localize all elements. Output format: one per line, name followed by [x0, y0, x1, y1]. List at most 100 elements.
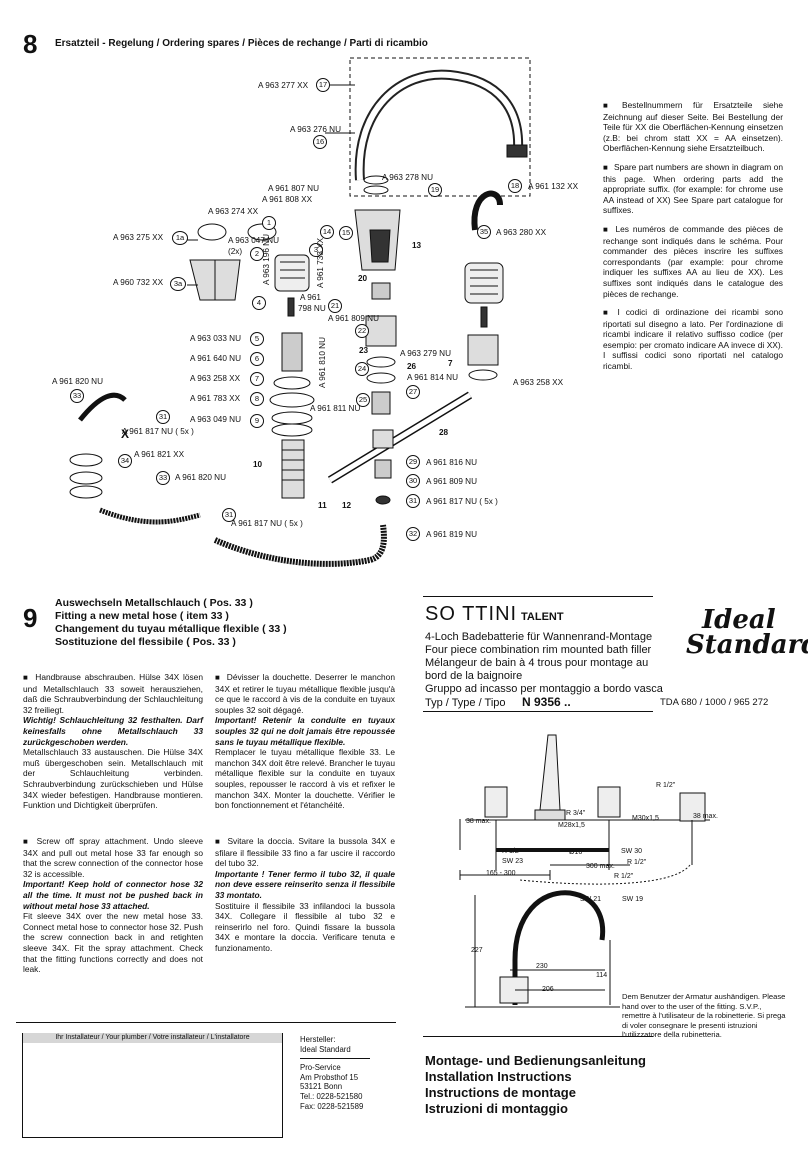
part-num-7: 7: [250, 372, 264, 386]
instructions-de: Handbrause abschrauben. Hülse 34X lösen …: [23, 672, 203, 811]
section-9-titles: Auswechseln Metallschlauch ( Pos. 33 ) F…: [55, 597, 287, 649]
part-label-961807: A 961 807 NU: [268, 184, 319, 193]
num-28: 28: [439, 428, 449, 437]
type-rule: [423, 711, 653, 712]
part-num-33b: 33: [156, 471, 170, 485]
part-num-5: 5: [250, 332, 264, 346]
manual-rule: [423, 1036, 653, 1037]
dim-114: 114: [596, 972, 608, 979]
desc-de: 4-Loch Badebatterie für Wannenrand-Monta…: [425, 631, 653, 643]
instructions-it: Svitare la doccia. Svitare la bussola 34…: [215, 836, 395, 954]
part-num-21: 21: [328, 299, 342, 313]
part-label-5: A 963 033 NU: [190, 334, 241, 343]
maker-label: Hersteller:: [300, 1035, 336, 1044]
part-num-16: 16: [313, 135, 327, 149]
part-label-22: A 961 809 NU: [328, 314, 379, 323]
part-num-17: 17: [316, 78, 330, 92]
section-9-title-fr: Changement du tuyau métallique flexible …: [55, 623, 287, 635]
part-num-19: 19: [428, 183, 442, 197]
part-label-32: A 961 819 NU: [426, 530, 477, 539]
type-label: Typ / Type / Tipo: [425, 697, 506, 709]
part-label-963196: A 963 196 NU: [262, 234, 271, 285]
part-label-17: A 963 277 XX: [258, 81, 309, 90]
part-label-31a: A 961 817 NU ( 5x ): [122, 427, 194, 436]
part-label-1: A 963 274 XX: [208, 207, 259, 216]
dim-r12-top: R 1/2": [656, 782, 676, 789]
part-label-25: A 961 811 NU: [310, 404, 361, 413]
part-label-33a: A 961 820 NU: [52, 377, 103, 386]
x-mark: X: [121, 427, 130, 441]
type-value: N 9356 ..: [522, 695, 571, 709]
part-label-29: A 961 816 NU: [426, 458, 477, 467]
exploded-parts-diagram: [69, 57, 531, 567]
part-label-19: A 963 278 NU: [382, 173, 433, 182]
section-9-title-it: Sostituzione del flessibile ( Pos. 33 ): [55, 636, 236, 648]
dim-r12-bottom: R 1/2": [614, 873, 634, 880]
dim-m30: M30x1,5: [632, 815, 659, 822]
dimension-drawing: [459, 734, 710, 1008]
num-11: 11: [318, 501, 327, 510]
part-label-31b: A 961 817 NU ( 5x ): [426, 497, 498, 506]
part-num-8: 8: [250, 392, 264, 406]
num-13: 13: [412, 241, 422, 250]
part-num-30: 30: [406, 474, 420, 488]
tda-code: TDA 680 / 1000 / 965 272: [660, 697, 769, 708]
dim-38-left: 38 max.: [466, 818, 491, 825]
section-9-title-en: Fitting a new metal hose ( item 33 ): [55, 610, 229, 622]
section-8-number: 8: [23, 29, 38, 59]
product-description: 4-Loch Badebatterie für Wannenrand-Monta…: [425, 631, 663, 696]
instr-en-c: Fit sleeve 34X over the new metal hose 3…: [23, 911, 203, 975]
part-num-6: 6: [250, 352, 264, 366]
manual-title-en: Installation Instructions: [425, 1069, 572, 1084]
part-label-961810: A 961 810 NU: [318, 337, 327, 388]
section-8-header: Ersatzteil - Regelung / Ordering spares …: [55, 38, 428, 49]
installer-box[interactable]: Ihr Installateur / Your plumber / Votre …: [22, 1033, 283, 1138]
desc-it: Gruppo ad incasso per montaggio a bordo …: [425, 683, 663, 695]
part-num-9: 9: [250, 414, 264, 428]
ideal-standard-logo: Ideal Standard: [686, 607, 808, 658]
installer-box-label: Ihr Installateur / Your plumber / Votre …: [23, 1033, 282, 1043]
part-label-30: A 961 809 NU: [426, 477, 477, 486]
part-num-4: 4: [252, 296, 266, 310]
maker-street: Am Probsthof 15: [300, 1072, 359, 1082]
dim-m28: M28x1,5: [558, 822, 585, 829]
num-7b: 7: [448, 359, 453, 368]
dim-300: 300 max.: [586, 863, 615, 870]
part-num-31c: 31: [222, 508, 236, 522]
manual-title-fr: Instructions de montage: [425, 1085, 576, 1100]
spares-note-de: Bestellnummern für Ersatzteile siehe Zei…: [603, 100, 783, 154]
part-label-21: 798 NU: [298, 304, 326, 313]
part-label-8: A 961 783 XX: [190, 394, 241, 403]
instr-fr-b: Important! Retenir la conduite en tuyaux…: [215, 715, 395, 747]
part-label-16: A 963 276 NU: [290, 125, 341, 134]
manufacturer-address: Hersteller: Ideal Standard Pro-Service A…: [300, 1035, 370, 1111]
part-num-32: 32: [406, 527, 420, 541]
dim-206: 206: [542, 986, 554, 993]
num-20: 20: [358, 274, 368, 283]
part-num-15: 15: [339, 226, 353, 240]
dim-165-300: 165 - 300: [486, 870, 516, 877]
part-num-2: 2: [250, 247, 264, 261]
product-rule: [423, 596, 653, 597]
instr-de-a: Handbrause abschrauben. Hülse 34X lösen …: [23, 672, 203, 715]
maker-fax: Fax: 0228-521589: [300, 1101, 364, 1111]
dim-sw19: SW 19: [622, 896, 644, 903]
part-num-1: 1: [262, 216, 276, 230]
instr-de-c: Metallschlauch 33 austauschen. Die Hülse…: [23, 747, 203, 811]
instructions-fr: Dévisser la douchette. Deserrer le manch…: [215, 672, 395, 811]
part-num-14: 14: [320, 225, 334, 239]
dim-sw21: SW 21: [580, 896, 602, 903]
maker-city: 53121 Bonn: [300, 1082, 343, 1092]
instr-de-b: Wichtig! Schlauchleitung 32 festhalten. …: [23, 715, 203, 747]
instructions-en: Screw off spray attachment. Undo sleeve …: [23, 836, 203, 975]
part-label-963258b: A 963 258 XX: [513, 378, 564, 387]
part-label-3a: A 960 732 XX: [113, 278, 164, 287]
instr-fr-a: Dévisser la douchette. Deserrer le manch…: [215, 672, 395, 715]
dim-227: 227: [471, 947, 483, 954]
part-label-34: A 961 821 XX: [134, 450, 185, 459]
section-9-title-de: Auswechseln Metallschlauch ( Pos. 33 ): [55, 597, 253, 609]
maker-tel: Tel.: 0228-521580: [300, 1091, 363, 1101]
part-num-31a: 31: [156, 410, 170, 424]
maker-name: Ideal Standard: [300, 1044, 351, 1054]
manual-title-de: Montage- und Bedienungsanleitung: [425, 1053, 646, 1068]
